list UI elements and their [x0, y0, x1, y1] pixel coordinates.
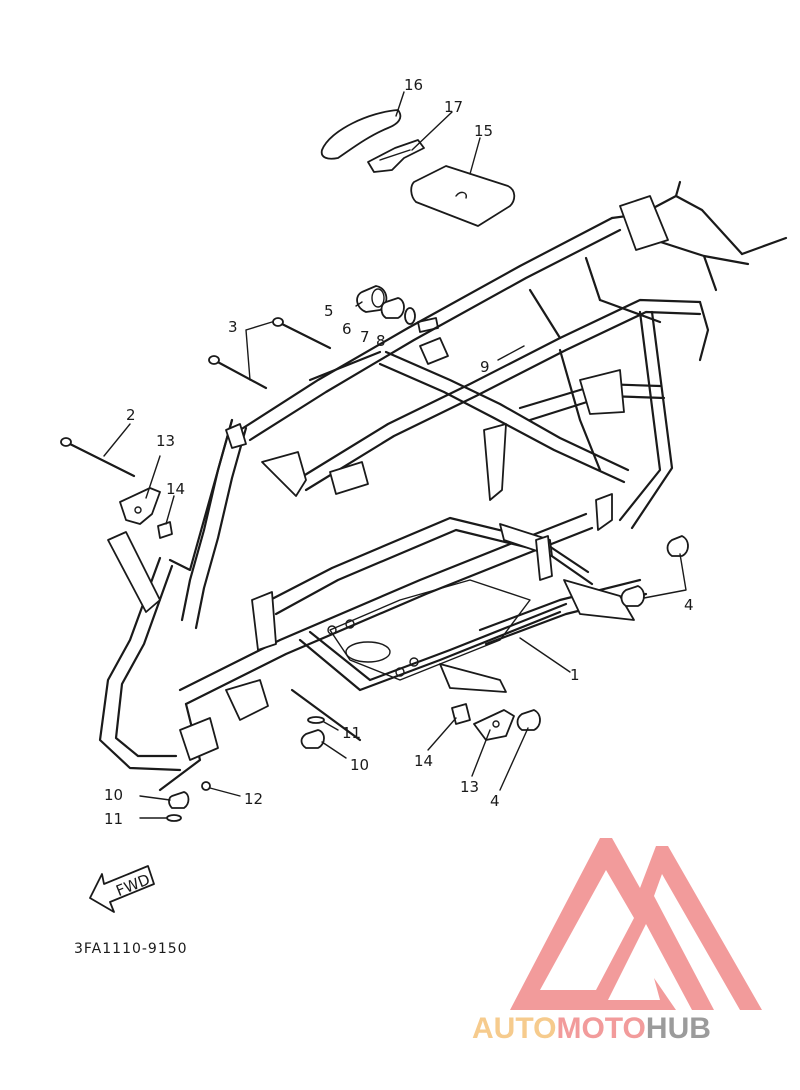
callout-2: 2: [126, 406, 136, 424]
part-7-washer: [404, 307, 416, 325]
part-14-bolt-left: [157, 521, 173, 539]
forward-arrow-icon: FWD: [89, 865, 155, 913]
part-10-damper-center: [300, 729, 325, 749]
svg-text:AUTOMOTOHUB: AUTOMOTOHUB: [472, 1012, 711, 1045]
part-11-clip-left: [166, 814, 182, 822]
part-13-bracket-right: [473, 709, 515, 741]
callout-1: 1: [570, 666, 580, 684]
callout-7: 7: [360, 328, 370, 346]
part-2-bolt: [60, 437, 136, 478]
callout-13-right: 13: [460, 778, 479, 796]
fwd-label: FWD: [113, 870, 152, 900]
logo-triangle-icon: [510, 838, 762, 1010]
callout-16: 16: [404, 76, 423, 94]
logo-text-hub: HUB: [646, 1012, 711, 1045]
callout-4-right: 4: [490, 792, 500, 810]
callout-9: 9: [480, 358, 490, 376]
callout-11-center: 11: [342, 724, 361, 742]
callout-8: 8: [376, 332, 386, 350]
part-4-nut-upper: [666, 535, 689, 557]
callout-10-left: 10: [104, 786, 123, 804]
part-4-nut-right: [516, 709, 541, 731]
leader-lines: [103, 91, 687, 819]
callout-14-right: 14: [414, 752, 433, 770]
logo-text-auto: AUTO: [472, 1012, 556, 1045]
part-12-screw: [201, 781, 211, 791]
part-13-bracket-left: [119, 487, 161, 525]
part-15-pad: [410, 165, 516, 227]
drawing-code: 3FA1110-9150: [74, 941, 188, 957]
part-4-nut-lower: [620, 585, 645, 607]
callout-14-left: 14: [166, 480, 185, 498]
part-17-bracket: [367, 139, 425, 173]
callout-17: 17: [444, 98, 463, 116]
callout-11-left: 11: [104, 810, 123, 828]
part-16-guard: [320, 109, 402, 160]
part-6-bushing: [380, 297, 405, 319]
callout-5: 5: [324, 302, 334, 320]
part-14-bolt-right: [451, 703, 471, 725]
callout-10-center: 10: [350, 756, 369, 774]
callout-15: 15: [474, 122, 493, 140]
part-10-damper-left: [168, 791, 190, 809]
callout-12: 12: [244, 790, 263, 808]
automotohub-logo: AUTOMOTOHUB: [472, 838, 762, 1045]
part-11-clip-center: [307, 716, 325, 724]
logo-text-moto: MOTO: [556, 1012, 645, 1045]
callout-3: 3: [228, 318, 238, 336]
callout-4-rear: 4: [684, 596, 694, 614]
callout-13-left: 13: [156, 432, 175, 450]
part-1-main-frame: [98, 180, 788, 792]
callout-6: 6: [342, 320, 352, 338]
callout-numbers: 16 17 15 5 6 7 8 3 9 2 13 14 4 1 11 10 1…: [104, 76, 694, 828]
part-3-bolts: [208, 317, 332, 390]
part-5-collar: [356, 285, 388, 313]
